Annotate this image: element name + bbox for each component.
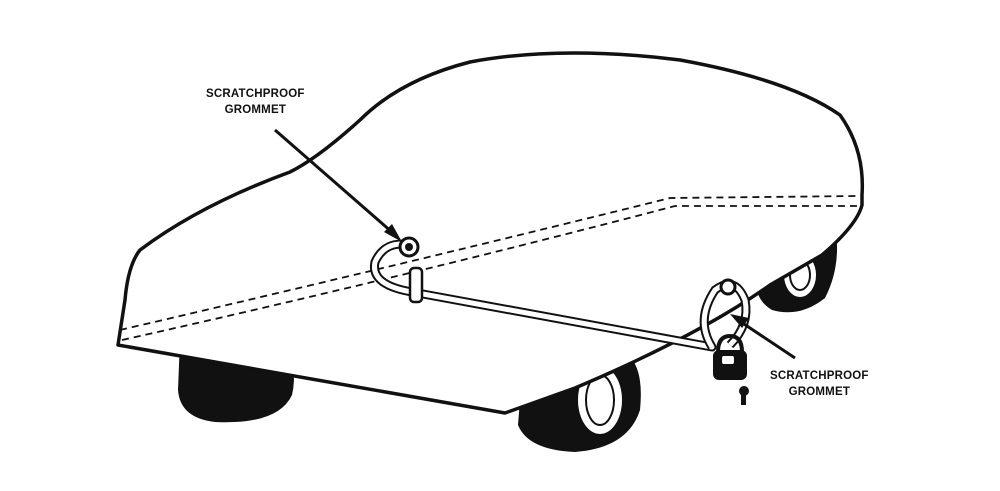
seam-lines [119, 195, 860, 341]
grommet-ring-icon [398, 236, 420, 258]
callout-right-label: SCRATCHPROOF GROMMET [770, 368, 869, 400]
callout-top-line2: GROMMET [224, 104, 287, 116]
key-icon [739, 386, 749, 405]
callout-top-label: SCRATCHPROOF GROMMET [206, 86, 305, 118]
callout-right-line2: GROMMET [788, 386, 851, 398]
security-cable [370, 239, 717, 352]
car-cover-body [116, 51, 865, 415]
callout-right-line1: SCRATCHPROOF [770, 370, 869, 382]
callout-top-line1: SCRATCHPROOF [206, 88, 305, 100]
padlock-icon [713, 333, 747, 380]
arrow-icon [274, 128, 796, 360]
